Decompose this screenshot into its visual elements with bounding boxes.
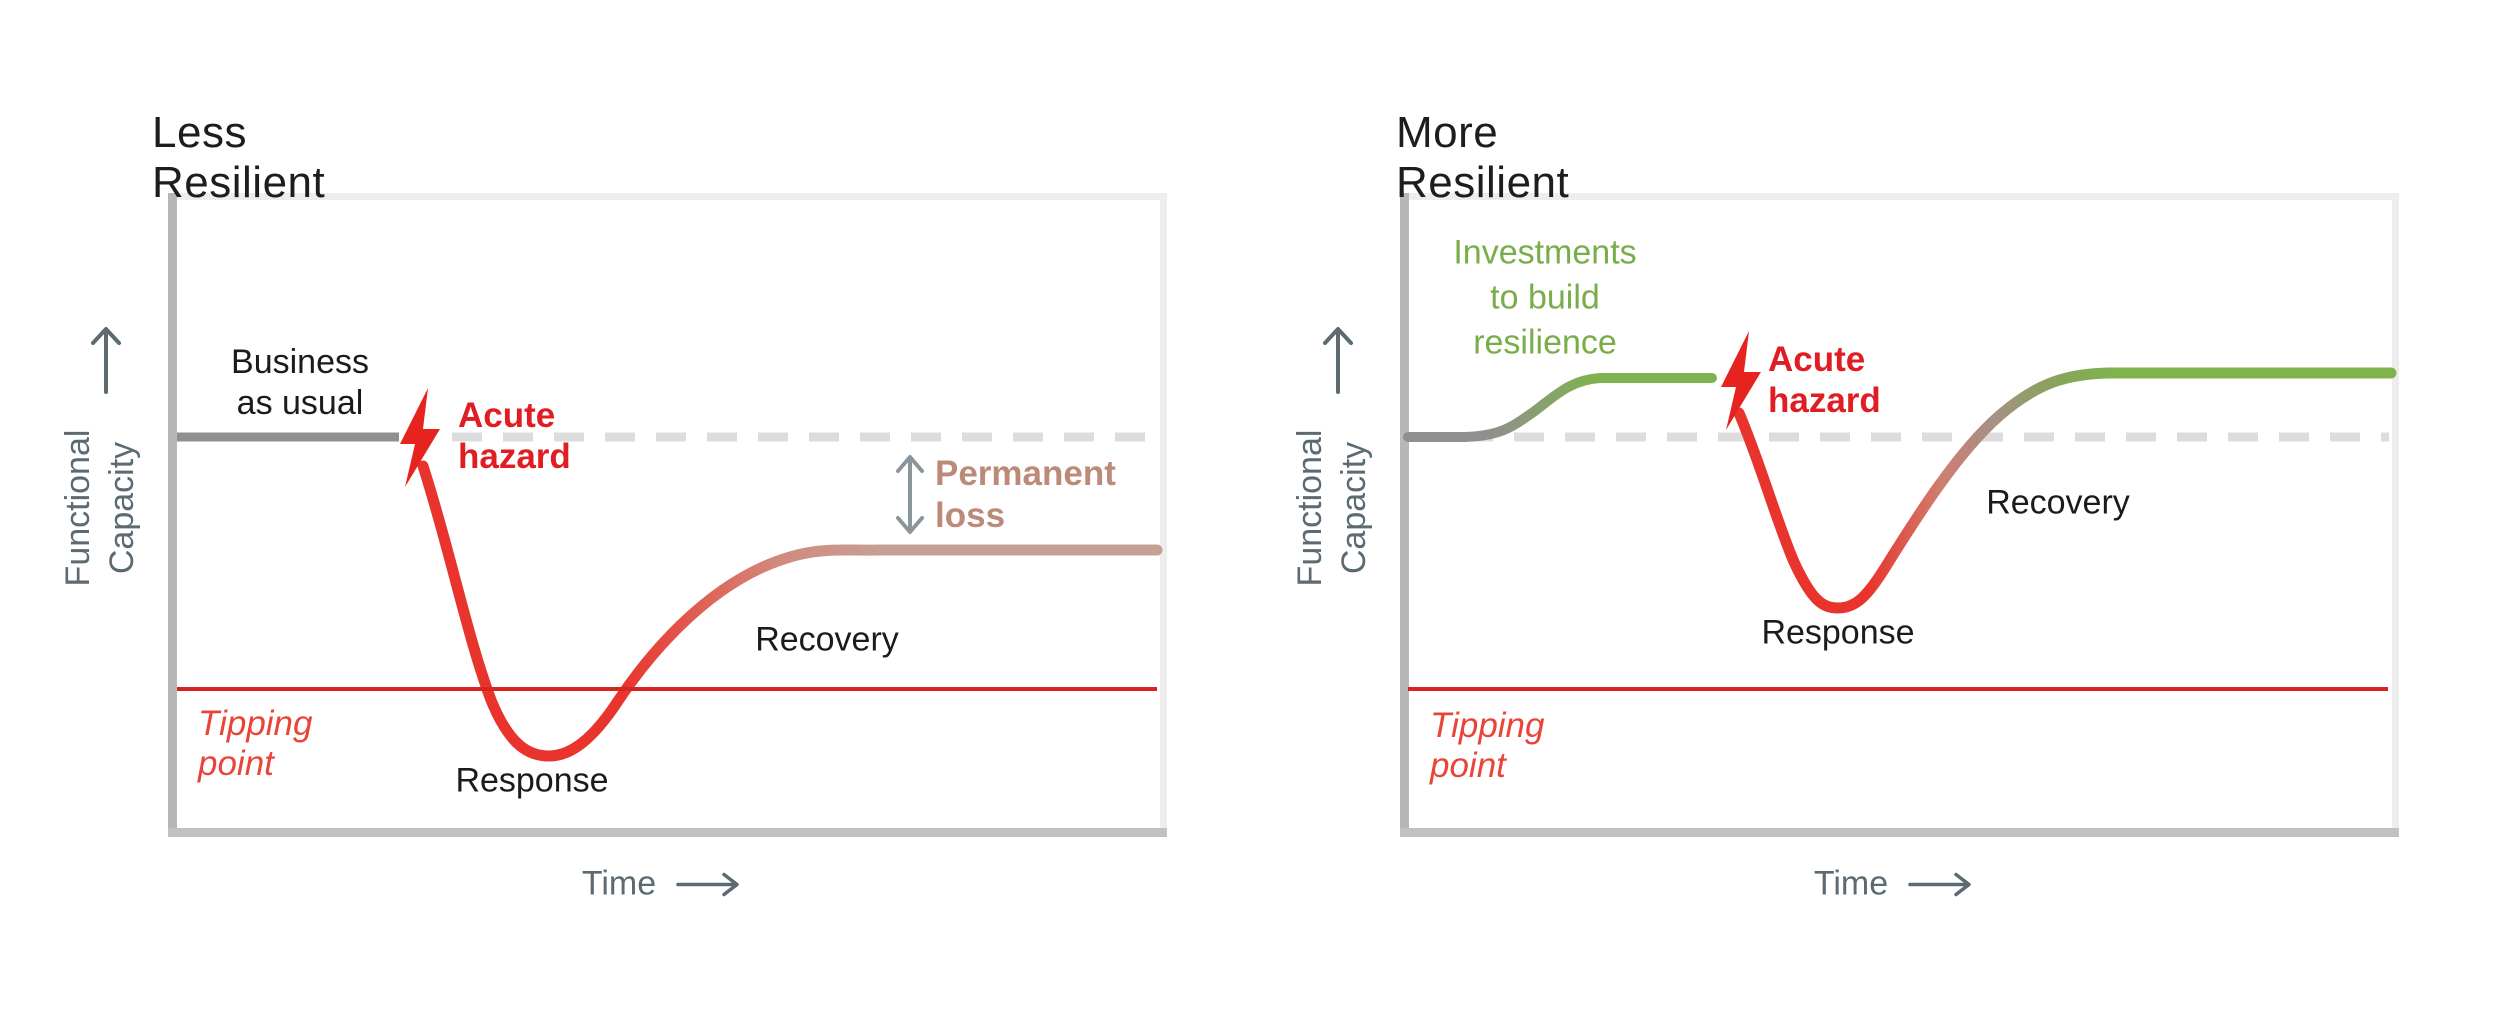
right-time-label: Time [1813, 864, 1889, 903]
left-time-label: Time [581, 864, 657, 903]
left-tipping-point-label: Tipping point [198, 704, 313, 783]
left-response-label: Response [455, 761, 609, 800]
left-response-recovery-curve [417, 460, 1163, 762]
left-y-axis-up-arrow-icon [91, 327, 121, 394]
left-y-axis-label: Functional Capacity [59, 429, 141, 587]
left-right-arrow-icon [676, 872, 739, 896]
left-plot-frame [168, 193, 1167, 837]
right-lightning-bolt-icon [1721, 331, 1761, 430]
left-recovery-label: Recovery [755, 620, 899, 659]
left-x-axis-label: Time [512, 865, 812, 904]
right-response-recovery-curve [1733, 367, 2397, 614]
right-acute-hazard-label: Acute hazard [1768, 340, 1881, 420]
right-right-arrow-icon [1908, 872, 1971, 896]
left-permanent-loss-double-arrow-icon [896, 455, 924, 534]
left-lightning-bolt-icon [400, 388, 440, 487]
left-business-as-usual-label: Business as usual [231, 343, 369, 422]
right-investments-label: Investments to build resilience [1453, 233, 1637, 362]
right-y-axis-up-arrow-icon [1323, 327, 1353, 394]
right-tipping-point-label: Tipping point [1430, 706, 1545, 785]
right-panel-title: More Resilient [1396, 108, 1570, 207]
right-y-axis-label: Functional Capacity [1291, 429, 1373, 587]
left-acute-hazard-label: Acute hazard [458, 396, 571, 476]
left-panel-title: Less Resilient [152, 108, 326, 207]
right-recovery-label: Recovery [1986, 483, 2130, 522]
right-response-label: Response [1761, 613, 1915, 652]
right-x-axis-label: Time [1744, 865, 2044, 904]
right-resilience-growth-line [1403, 373, 1717, 442]
right-plot-frame [1400, 193, 2399, 837]
left-permanent-loss-label: Permanent loss [935, 454, 1116, 535]
